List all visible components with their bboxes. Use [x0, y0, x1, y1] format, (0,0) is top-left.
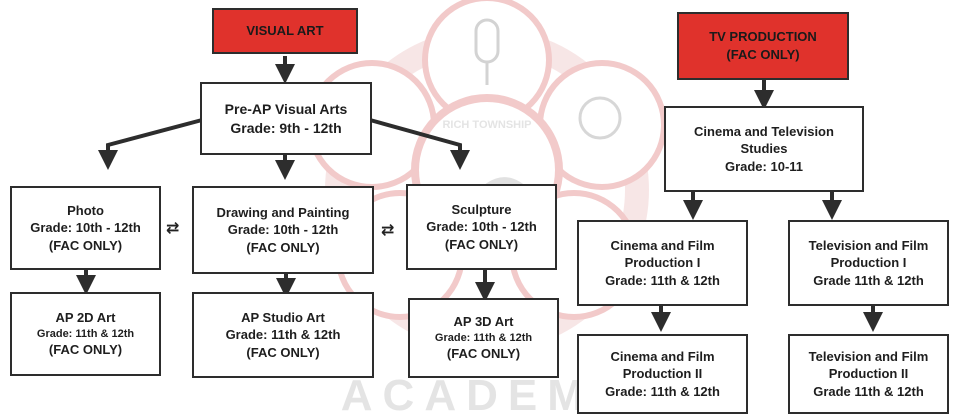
drawing-painting-box: Drawing and Painting Grade: 10th - 12th …	[192, 186, 374, 274]
ap-studio-art-box: AP Studio Art Grade: 11th & 12th (FAC ON…	[192, 292, 374, 378]
arrow-preap-to-photo	[98, 118, 203, 170]
sculpture-box: Sculpture Grade: 10th - 12th (FAC ONLY)	[406, 184, 557, 270]
photo-grade: Grade: 10th - 12th	[30, 220, 141, 236]
ap-2d-art-box: AP 2D Art Grade: 11th & 12th (FAC ONLY)	[10, 292, 161, 376]
cinema-film-1-line2: Production I	[624, 255, 701, 271]
ap-3d-art-box: AP 3D Art Grade: 11th & 12th (FAC ONLY)	[408, 298, 559, 378]
photo-note: (FAC ONLY)	[48, 237, 123, 253]
pre-ap-title: Pre-AP Visual Arts	[224, 100, 348, 117]
tv-film-2-line1: Television and Film	[808, 348, 929, 364]
visual-art-header-label: VISUAL ART	[246, 23, 324, 39]
watermark-seal-text: RICH TOWNSHIP	[442, 119, 531, 131]
sculpture-title: Sculpture	[451, 201, 512, 217]
ap-studio-grade: Grade: 11th & 12th	[225, 327, 341, 343]
tv-film-production-2-box: Television and Film Production II Grade …	[788, 334, 949, 414]
drawing-grade: Grade: 10th - 12th	[227, 222, 339, 238]
cinema-film-production-1-box: Cinema and Film Production I Grade: 11th…	[577, 220, 748, 306]
ap-studio-note: (FAC ONLY)	[246, 344, 320, 360]
tv-production-header: TV PRODUCTION (FAC ONLY)	[677, 12, 849, 80]
visual-art-header: VISUAL ART	[212, 8, 358, 54]
cinema-film-2-line2: Production II	[622, 366, 703, 382]
cinema-tv-line1: Cinema and Television	[694, 123, 834, 139]
tv-film-production-1-box: Television and Film Production I Grade 1…	[788, 220, 949, 306]
drawing-title: Drawing and Painting	[216, 204, 350, 220]
swap-arrows-icon: ⇄	[381, 222, 395, 239]
cinema-tv-grade: Grade: 10-11	[724, 158, 804, 174]
cinema-film-production-2-box: Cinema and Film Production II Grade: 11t…	[577, 334, 748, 414]
tv-production-header-line2: (FAC ONLY)	[726, 47, 800, 62]
cinema-film-2-line1: Cinema and Film	[610, 348, 715, 364]
tv-film-2-grade: Grade 11th & 12th	[813, 383, 924, 399]
ap-3d-grade: Grade: 11th & 12th	[434, 331, 533, 344]
pre-ap-grade: Grade: 9th - 12th	[230, 119, 342, 136]
swap-arrows-icon: ⇄	[166, 220, 180, 237]
tv-film-1-line2: Production I	[830, 255, 907, 271]
ap-2d-title: AP 2D Art	[55, 310, 116, 326]
tv-film-1-grade: Grade 11th & 12th	[813, 272, 924, 288]
cinema-film-1-line1: Cinema and Film	[610, 237, 715, 253]
tv-production-header-line1: TV PRODUCTION	[709, 29, 817, 45]
ap-2d-grade: Grade: 11th & 12th	[36, 327, 135, 340]
photo-box: Photo Grade: 10th - 12th (FAC ONLY)	[10, 186, 161, 270]
sculpture-note: (FAC ONLY)	[444, 236, 519, 252]
drawing-note: (FAC ONLY)	[246, 239, 320, 255]
ap-3d-title: AP 3D Art	[453, 314, 514, 330]
cinema-film-1-grade: Grade: 11th & 12th	[605, 272, 720, 288]
connector-arrows	[76, 56, 883, 332]
ap-studio-title: AP Studio Art	[241, 309, 325, 325]
arrow-preap-to-sculpture	[369, 118, 470, 170]
cinema-film-2-grade: Grade: 11th & 12th	[605, 383, 720, 399]
tv-film-1-line1: Television and Film	[808, 237, 929, 253]
sculpture-grade: Grade: 10th - 12th	[426, 219, 537, 235]
cinema-tv-line2: Studies	[740, 141, 788, 157]
ap-3d-note: (FAC ONLY)	[446, 346, 521, 362]
watermark-bottom-text: ACADEMY	[341, 371, 633, 417]
ap-2d-note: (FAC ONLY)	[48, 342, 123, 358]
pre-ap-visual-arts-box: Pre-AP Visual Arts Grade: 9th - 12th	[200, 82, 372, 155]
tv-film-2-line2: Production II	[828, 366, 909, 382]
photo-title: Photo	[67, 202, 104, 218]
cinema-tv-studies-box: Cinema and Television Studies Grade: 10-…	[664, 106, 864, 192]
